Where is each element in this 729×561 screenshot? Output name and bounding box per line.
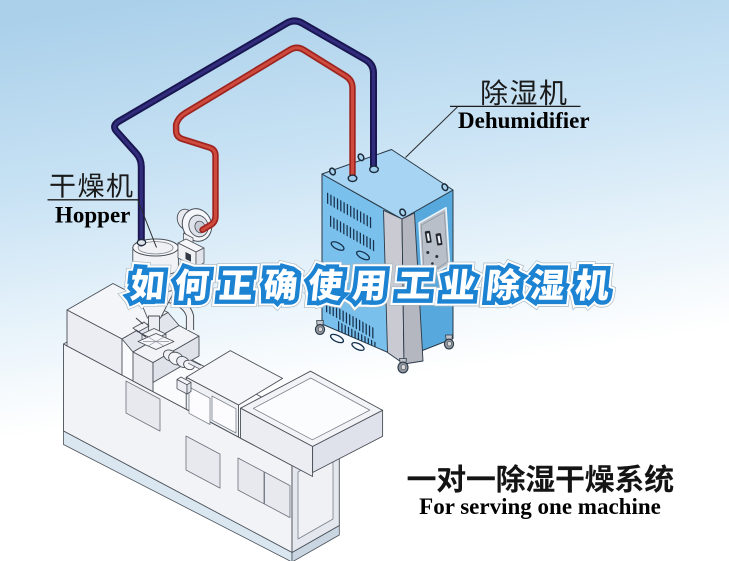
svg-text:For serving one machine: For serving one machine	[419, 494, 661, 519]
svg-text:Hopper: Hopper	[55, 203, 130, 228]
svg-text:Dehumidifier: Dehumidifier	[458, 108, 590, 133]
